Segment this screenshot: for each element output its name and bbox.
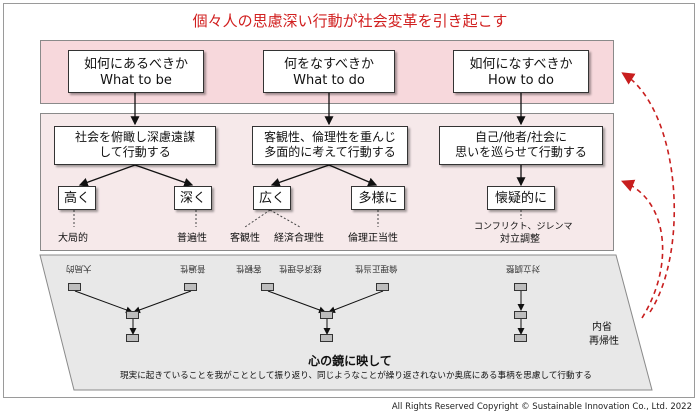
label-objectivity: 客観性 xyxy=(230,233,260,244)
box-what-to-do: 何をなすべきか What to do xyxy=(263,50,395,93)
box-takaku: 高く xyxy=(58,186,96,210)
connector-line xyxy=(134,164,194,187)
mirror-connector xyxy=(328,290,384,314)
label-universality: 普遍性 xyxy=(177,233,207,244)
mirror-caption: 現実に起きていることを我がこととして振り返り、同じようなことが繰り返されないか奥… xyxy=(120,371,592,381)
box-reflective-action: 自己/他者/社会に 思いを巡らせて行動する xyxy=(439,126,603,165)
label-broad-view: 大局的 xyxy=(58,233,88,244)
mirror-node xyxy=(261,283,274,291)
connector-line xyxy=(328,164,378,187)
box-line: 社会を俯瞰し深慮遠謀 xyxy=(74,130,195,144)
box-line: して行動する xyxy=(99,145,171,159)
box-kaigiteki: 懐疑的に xyxy=(487,186,555,210)
mirror-node xyxy=(320,311,333,319)
mirror-label-ethical-legitimacy: 倫理正当性 xyxy=(355,263,398,273)
mirror-node xyxy=(68,283,81,291)
box-line-jp: 何をなすべきか xyxy=(283,57,375,72)
connector-line xyxy=(78,164,136,187)
box-fukaku: 深く xyxy=(174,186,212,210)
mirror-node xyxy=(514,283,527,291)
label-leader xyxy=(244,209,271,228)
box-line: 客観性、倫理性を重んじ xyxy=(263,130,396,144)
mirror-node xyxy=(514,311,527,319)
mirror-node xyxy=(376,283,389,291)
box-how-to-do: 如何になすべきか How to do xyxy=(453,50,589,93)
label-conflict-dilemma: コンフリクト、ジレンマ xyxy=(474,222,573,232)
box-objective-action: 客観性、倫理性を重んじ 多面的に考えて行動する xyxy=(252,126,408,165)
label-ethical-legitimacy: 倫理正当性 xyxy=(348,233,398,244)
page-title: 個々人の思慮深い行動が社会変革を引き起こす xyxy=(192,12,508,30)
box-line-en: How to do xyxy=(488,73,554,89)
box-what-to-be: 如何にあるべきか What to be xyxy=(68,50,204,93)
connector-line xyxy=(270,164,330,187)
box-line-en: What to do xyxy=(293,73,365,89)
outer-frame xyxy=(3,3,695,398)
mirror-node xyxy=(320,334,333,342)
box-line-jp: 如何にあるべきか xyxy=(83,57,188,72)
copyright-footer: All Rights Reserved Copyright © Sustaina… xyxy=(391,402,692,412)
box-overview-action: 社会を俯瞰し深慮遠謀 して行動する xyxy=(54,126,216,165)
label-economic-rationality: 経済合理性 xyxy=(274,233,324,244)
box-line: 多面的に考えて行動する xyxy=(264,145,396,159)
mirror-label-objectivity: 客観性 xyxy=(236,263,262,273)
mirror-label-broad-view: 大局的 xyxy=(66,263,92,273)
box-hiroku: 広く xyxy=(253,186,291,210)
mirror-label-economic-rationality: 経済合理性 xyxy=(279,263,322,273)
mirror-title: 心の鏡に映して xyxy=(308,354,392,368)
mirror-node xyxy=(514,334,527,342)
mirror-node xyxy=(126,311,139,319)
mirror-connector xyxy=(267,290,326,314)
box-line-en: What to be xyxy=(100,73,172,89)
reflection-arrow-upper xyxy=(621,72,676,313)
box-line-jp: 如何になすべきか xyxy=(469,57,573,72)
mirror-node xyxy=(184,283,197,291)
mirror-connector xyxy=(133,290,192,314)
mirror-node xyxy=(126,334,139,342)
box-tayou: 多様に xyxy=(351,186,405,210)
mirror-label-universality: 普遍性 xyxy=(180,263,206,273)
label-conflict-resolution: 対立調整 xyxy=(500,234,540,245)
box-line: 自己/他者/社会に xyxy=(474,130,568,144)
label-reflexivity: 再帰性 xyxy=(589,336,619,347)
mirror-connector xyxy=(74,290,133,314)
box-line: 思いを巡らせて行動する xyxy=(455,145,587,159)
reflection-arrow-lower xyxy=(621,179,664,319)
label-introspection: 内省 xyxy=(592,322,612,333)
label-leader xyxy=(269,209,301,228)
mirror-label-conflict-resolution: 対立調整 xyxy=(506,263,541,273)
